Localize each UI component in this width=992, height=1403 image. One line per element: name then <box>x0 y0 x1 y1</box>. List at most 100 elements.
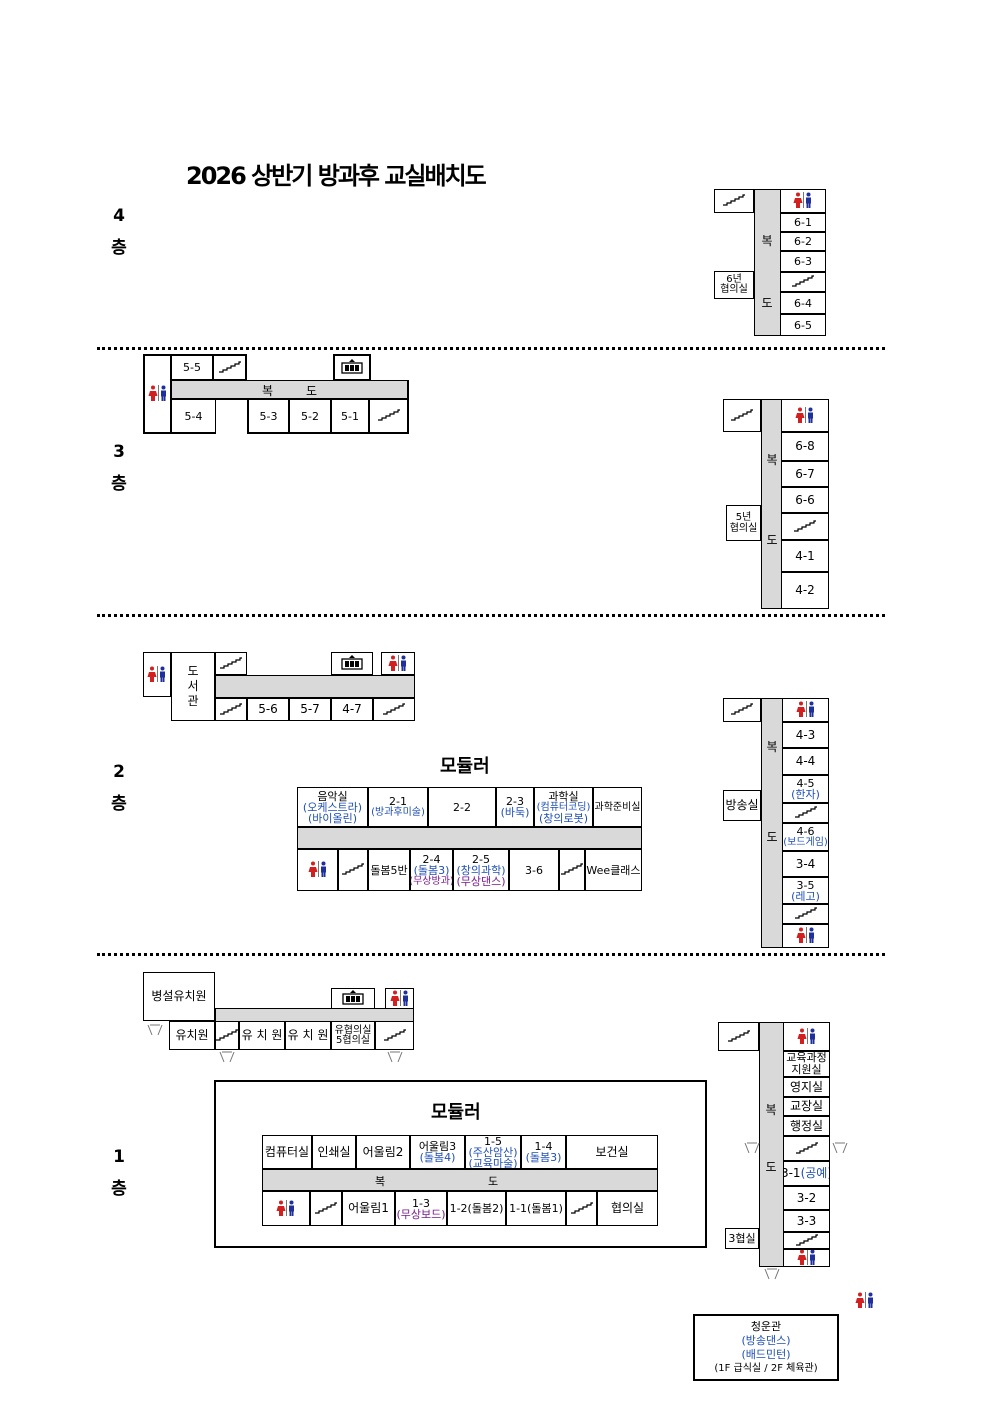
classroom: 3-1(공예) <box>783 1161 830 1186</box>
entrance-icon <box>387 1051 403 1066</box>
corridor-label: 도 <box>488 1175 499 1188</box>
classroom: 6-3 <box>780 251 826 272</box>
corridor <box>761 399 782 609</box>
kindergarten-room: 유 치 원 <box>239 1021 285 1050</box>
wing-notch <box>216 398 247 434</box>
corridor-label: 복 <box>262 384 274 398</box>
restroom <box>783 1022 830 1051</box>
restroom <box>262 1191 310 1226</box>
classroom: 2-5(창의과학)(무상댄스) <box>453 849 509 891</box>
restroom <box>780 189 826 213</box>
entrance-icon <box>832 1142 848 1157</box>
restroom-icon <box>387 654 409 673</box>
corridor <box>262 1169 658 1191</box>
stairs <box>781 513 829 540</box>
classroom: 6-4 <box>780 292 826 314</box>
stairs <box>723 698 761 722</box>
classroom: 4-2 <box>781 572 829 609</box>
corridor-label: 복 <box>375 1175 386 1188</box>
stairs-icon <box>570 1201 594 1216</box>
admin-office: 행정실 <box>783 1116 830 1136</box>
elevator <box>331 652 373 675</box>
classroom: 5-7 <box>289 698 331 721</box>
restroom-icon <box>146 665 168 684</box>
classroom: 1-5(주산암산)(교육마술) <box>465 1135 521 1169</box>
classroom: 4-4 <box>782 748 829 775</box>
floor-divider <box>97 347 885 350</box>
elevator-icon <box>340 358 364 377</box>
classroom: 6-1 <box>780 213 826 232</box>
restroom-icon <box>147 385 169 403</box>
restroom <box>781 399 829 432</box>
corridor-label: 복 <box>766 453 778 467</box>
stairs <box>723 399 761 432</box>
floor-divider <box>97 953 885 956</box>
stairs-icon <box>314 1201 338 1216</box>
nurse-room: 보건실 <box>566 1135 658 1169</box>
classroom: 6-5 <box>780 314 826 336</box>
corridor-label: 복 <box>765 1103 777 1117</box>
restroom <box>381 652 415 675</box>
stairs-icon <box>730 703 754 717</box>
print-room: 인쇄실 <box>312 1135 356 1169</box>
classroom: 2-4(돌봄3)(무상방과) <box>410 849 453 891</box>
corridor-label: 도 <box>306 384 318 398</box>
classroom: 4-5(한자) <box>782 775 829 803</box>
classroom: 5-2 <box>289 399 331 434</box>
classroom: 2-1(방과후미술) <box>368 787 428 827</box>
elevator-icon <box>341 989 365 1008</box>
classroom: 3-6 <box>509 849 559 891</box>
stairs-icon <box>377 409 401 423</box>
page-title: 2026 상반기 방과후 교실배치도 <box>186 162 487 190</box>
stairs-icon <box>560 863 584 877</box>
cheongun-hall: 청운관 (방송댄스) (배드민턴) (1F 급식실 / 2F 체육관) <box>693 1314 839 1381</box>
science-prep-room: 과학준비실 <box>593 787 642 827</box>
stairs-icon <box>219 656 243 671</box>
wee-class: Wee클래스 <box>585 849 642 891</box>
restroom-icon <box>796 1027 818 1046</box>
restroom-icon <box>389 989 411 1008</box>
stairs <box>782 904 829 924</box>
stairs-icon <box>382 702 406 717</box>
stairs <box>782 803 829 823</box>
stairs <box>783 1232 830 1249</box>
stairs-icon <box>730 408 754 423</box>
kindergarten-room: 유 치 원 <box>285 1021 331 1050</box>
stairs-icon <box>727 1029 751 1044</box>
classroom: 3-2 <box>783 1186 830 1210</box>
restroom-icon <box>307 861 329 879</box>
modular-title: 모듈러 <box>440 756 490 777</box>
stairs-icon <box>216 1028 238 1043</box>
corridor-label: 도 <box>761 296 773 310</box>
restroom <box>782 698 829 722</box>
stairs-icon <box>793 519 817 534</box>
restroom <box>143 354 171 434</box>
stairs-icon <box>795 1141 819 1156</box>
stairs <box>338 849 368 891</box>
room: 영지실 <box>783 1077 830 1097</box>
restroom-icon <box>796 1250 818 1266</box>
restroom <box>385 988 414 1009</box>
stairs <box>375 1021 414 1050</box>
classroom: 4-7 <box>331 698 373 721</box>
stairs <box>213 354 247 380</box>
corridor <box>759 1022 784 1267</box>
stairs <box>566 1191 597 1226</box>
stairs-icon <box>341 863 365 877</box>
classroom: 6-6 <box>781 487 829 513</box>
stairs <box>215 1021 239 1050</box>
corridor <box>754 189 781 336</box>
stairs <box>559 849 585 891</box>
floor-divider <box>97 614 885 617</box>
entrance-icon <box>219 1051 235 1066</box>
classroom: 5-4 <box>171 399 216 434</box>
stairs-icon <box>218 360 242 375</box>
restroom <box>297 849 338 891</box>
classroom: 5-3 <box>247 399 289 434</box>
room: 어울림1 <box>342 1191 395 1226</box>
